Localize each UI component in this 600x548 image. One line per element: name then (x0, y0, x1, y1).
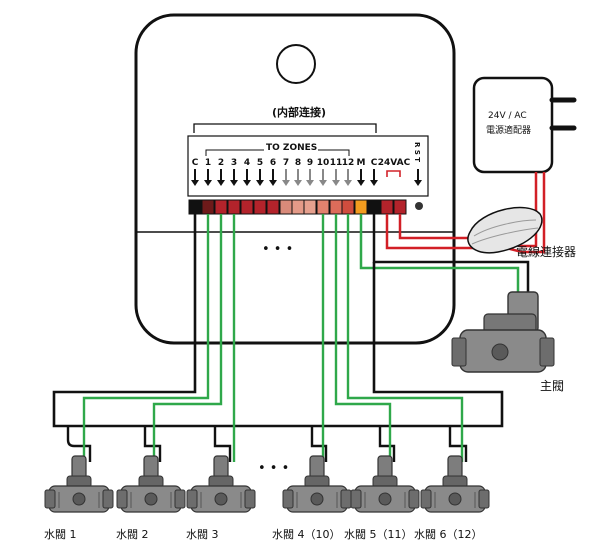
terminal-block-5 (253, 199, 267, 215)
arrow-8 (294, 169, 302, 186)
terminal-block-24vac-b (393, 199, 407, 215)
internal-connection-label: (内部连接) (272, 105, 326, 119)
terminal-block-2 (214, 199, 228, 215)
wire-connector-label: 電線連接器 (516, 244, 576, 259)
common-to-valve-2 (143, 426, 162, 462)
terminal-block-3 (227, 199, 241, 215)
terminal-block-1 (201, 199, 215, 215)
green-wire-zone-5 (334, 214, 392, 462)
black-wire-main-valve (372, 214, 530, 296)
common-to-valve-1 (66, 426, 92, 462)
green-wire-main-valve (359, 214, 520, 296)
common-to-valve-5 (378, 426, 396, 462)
controller-dots: • • • (262, 242, 293, 257)
arrow-4 (243, 169, 251, 186)
terminal-label-9: 9 (307, 158, 313, 168)
arrow-1 (204, 169, 212, 186)
valve-1-label: 水閥 1 (44, 528, 77, 541)
red-wire-adapter-b (385, 172, 546, 254)
zones-bracket (205, 149, 350, 156)
terminal-label-m: M (357, 158, 366, 168)
arrow-2 (217, 169, 225, 186)
green-wire-zone-6 (346, 214, 464, 462)
terminal-label-24vac: 24VAC (378, 158, 411, 168)
terminal-label-6: 6 (270, 158, 276, 168)
valve-4 (282, 455, 352, 513)
to-zones-label: TO ZONES (266, 143, 317, 153)
common-to-valve-4 (310, 426, 328, 462)
terminal-label-rst: R S T (413, 142, 421, 162)
green-wire-zone-1 (82, 214, 210, 462)
terminal-block-c2 (367, 199, 381, 215)
terminal-labels: C 1 2 3 4 5 6 7 8 9 10 11 12 M C 24VAC R… (192, 142, 421, 168)
vac-bracket (386, 170, 401, 177)
terminal-block-c (188, 199, 202, 215)
power-adapter (472, 76, 554, 174)
reset-screw (415, 202, 423, 210)
valve-6 (420, 455, 490, 513)
arrow-rst (414, 169, 422, 186)
arrow-c2 (370, 169, 378, 186)
valve-gap-dots: • • • (258, 461, 289, 476)
terminal-block-11 (329, 199, 343, 215)
main-valve-label: 主閥 (540, 379, 564, 393)
terminal-block-10 (316, 199, 330, 215)
terminal-panel (187, 135, 429, 197)
arrow-7 (282, 169, 290, 186)
valve-3-label: 水閥 3 (186, 528, 219, 541)
terminal-label-7: 7 (283, 158, 289, 168)
terminal-label-12: 12 (342, 158, 355, 168)
wire-connector (467, 206, 543, 254)
valve-2-label: 水閥 2 (116, 528, 149, 541)
controller-button[interactable] (276, 44, 316, 84)
arrow-5 (256, 169, 264, 186)
terminal-arrows (191, 169, 422, 186)
common-to-valve-6 (448, 426, 468, 462)
valve-5-label: 水閥 5（11） (344, 528, 413, 541)
terminal-label-2: 2 (218, 158, 224, 168)
internal-bracket (193, 123, 377, 133)
main-valve (451, 291, 555, 373)
valve-6-label: 水閥 6（12） (414, 528, 483, 541)
valve-1 (44, 455, 114, 513)
terminal-block-9 (303, 199, 317, 215)
terminal-blocks (188, 199, 407, 215)
valve-5 (350, 455, 420, 513)
terminal-block-7 (279, 199, 293, 215)
terminal-label-11: 11 (330, 158, 343, 168)
terminal-label-4: 4 (244, 158, 250, 168)
terminal-block-24vac-a (380, 199, 394, 215)
arrow-6 (269, 169, 277, 186)
arrow-9 (306, 169, 314, 186)
terminal-label-c: C (192, 158, 199, 168)
terminal-block-12 (341, 199, 355, 215)
common-black-wire (52, 214, 504, 428)
arrow-c (191, 169, 199, 186)
valve-2 (116, 455, 186, 513)
terminal-block-m (354, 199, 368, 215)
valve-4-label: 水閥 4（10） (272, 528, 341, 541)
adapter-label-line2: 電源適配器 (486, 124, 531, 136)
terminal-label-10: 10 (317, 158, 330, 168)
arrow-3 (230, 169, 238, 186)
arrow-11 (332, 169, 340, 186)
common-to-valve-3 (213, 426, 232, 462)
valve-3 (186, 455, 256, 513)
adapter-label-line1: 24V / AC (488, 111, 527, 121)
terminal-block-4 (240, 199, 254, 215)
terminal-label-1: 1 (205, 158, 211, 168)
adapter-plug-prongs (549, 97, 577, 131)
terminal-label-c2: C (371, 158, 378, 168)
arrow-10 (319, 169, 327, 186)
terminal-label-8: 8 (295, 158, 301, 168)
terminal-label-5: 5 (257, 158, 263, 168)
terminal-block-6 (266, 199, 280, 215)
terminal-block-8 (291, 199, 305, 215)
arrow-m (357, 169, 365, 186)
arrow-12 (344, 169, 352, 186)
green-wire-zone-2 (152, 214, 223, 462)
terminal-label-3: 3 (231, 158, 237, 168)
